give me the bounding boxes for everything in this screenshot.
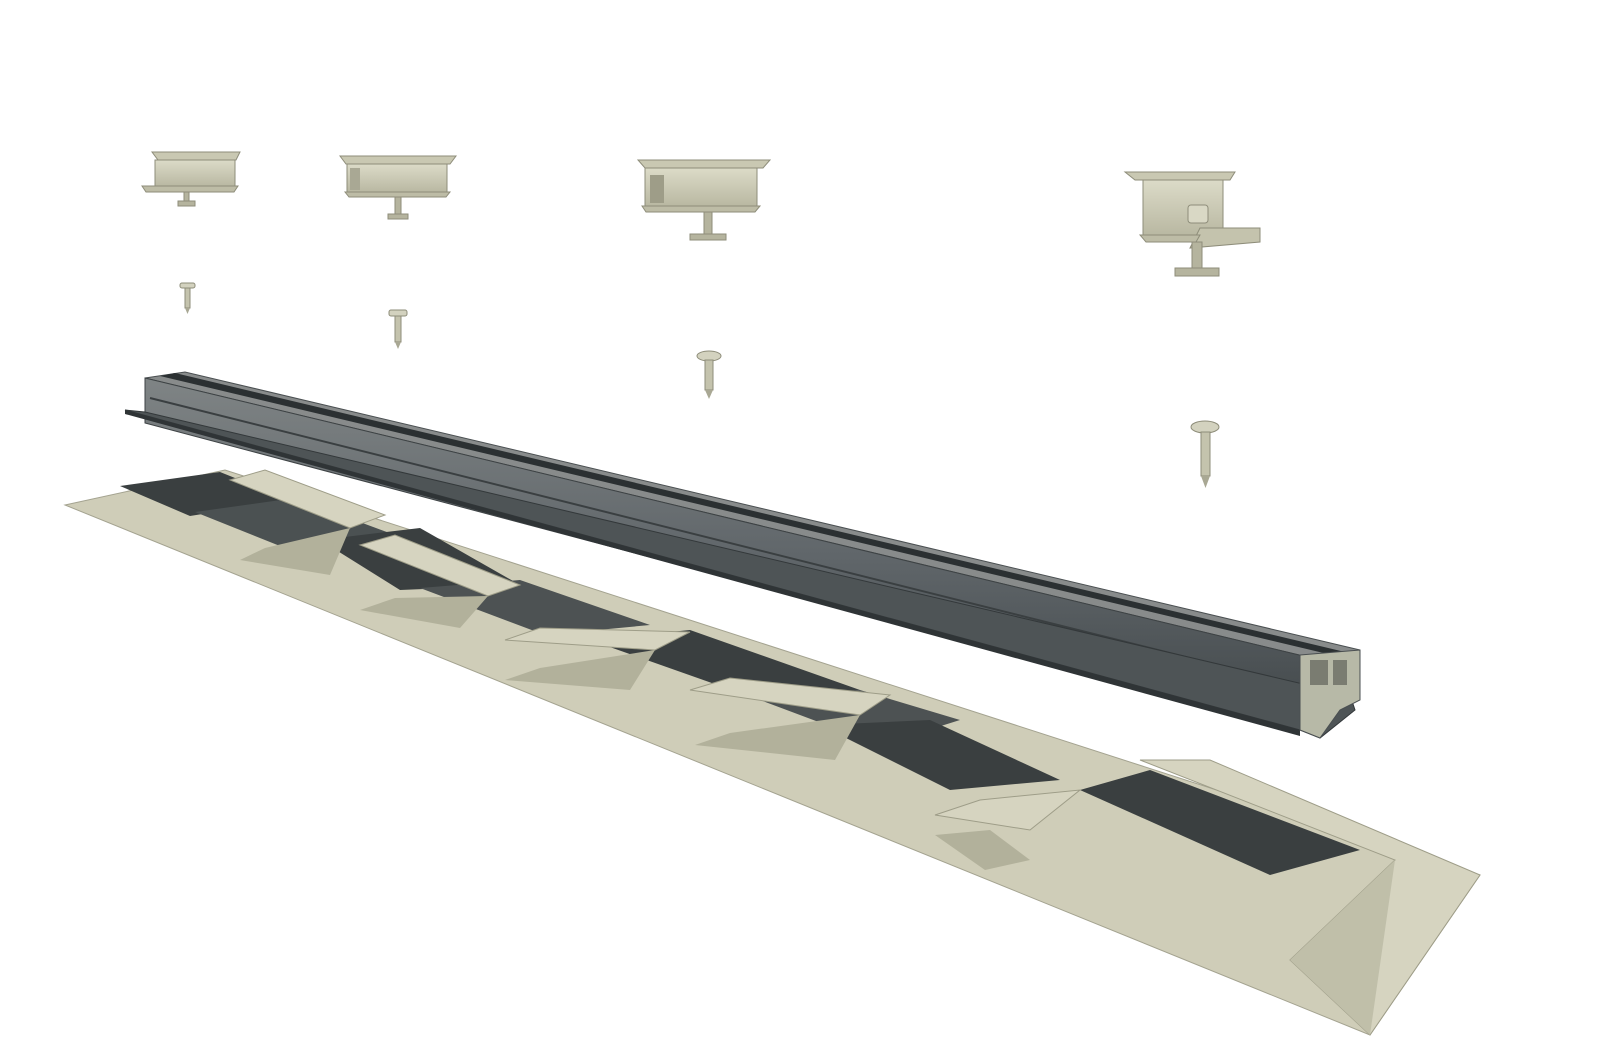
screw-2 (388, 309, 408, 349)
medium-mid-clamp (339, 155, 457, 220)
screw-1 (179, 282, 196, 314)
large-mid-clamp (636, 159, 772, 241)
small-end-clamp (141, 151, 241, 207)
screw-3 (696, 350, 722, 399)
screw-4 (1190, 420, 1220, 488)
trapezoidal-metal-sheet (63, 469, 1481, 1036)
mounting-rail (124, 371, 1361, 739)
end-clamp-with-bolt (1123, 171, 1261, 277)
